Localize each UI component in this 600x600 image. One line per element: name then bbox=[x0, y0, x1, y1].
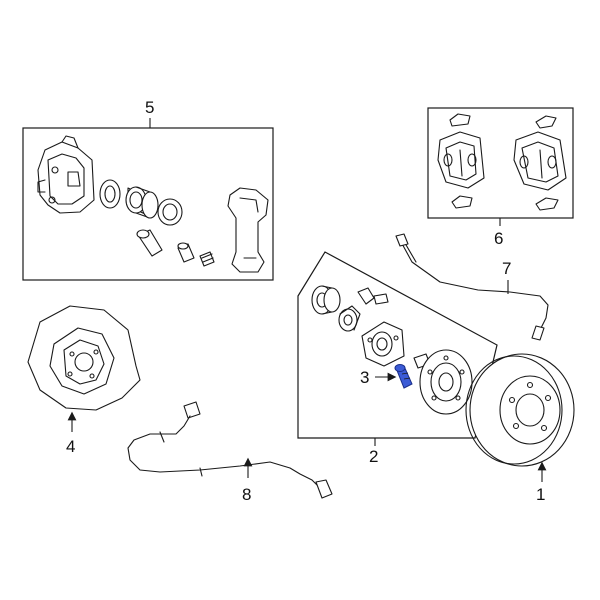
brake-hose[interactable] bbox=[395, 233, 549, 341]
piston-seal[interactable] bbox=[99, 179, 121, 209]
caliper-kit-group: 5 bbox=[22, 98, 274, 281]
pad-clip-bottom-right[interactable] bbox=[535, 197, 559, 211]
pad-shim-top-right[interactable] bbox=[535, 115, 557, 129]
callout-3[interactable]: 3 bbox=[360, 368, 369, 387]
callout-5[interactable]: 5 bbox=[145, 98, 154, 117]
caliper-kit-box bbox=[22, 127, 274, 281]
brake-rotor[interactable] bbox=[465, 353, 575, 467]
spacer-collar[interactable] bbox=[338, 305, 361, 332]
wheel-stud-bolt[interactable] bbox=[394, 364, 413, 389]
piston-boot[interactable] bbox=[157, 198, 183, 226]
hub-nut[interactable] bbox=[357, 287, 389, 305]
callout-8[interactable]: 8 bbox=[242, 485, 251, 504]
brake-pad-group: 6 bbox=[427, 107, 574, 248]
dust-shield[interactable] bbox=[27, 305, 141, 411]
pad-shim-top-left[interactable] bbox=[449, 113, 471, 127]
bushing[interactable] bbox=[199, 251, 215, 267]
pad-clip-bottom-left[interactable] bbox=[451, 195, 473, 209]
abs-sensor[interactable] bbox=[127, 401, 333, 499]
wheel-hub-flange[interactable] bbox=[413, 349, 473, 415]
callout-4[interactable]: 4 bbox=[66, 437, 75, 456]
guide-pin[interactable] bbox=[136, 229, 163, 257]
brake-pad-left[interactable] bbox=[437, 131, 485, 189]
caliper-bracket[interactable] bbox=[227, 187, 269, 273]
piston[interactable] bbox=[125, 186, 159, 219]
bleeder-bolt[interactable] bbox=[177, 242, 195, 263]
callout-7[interactable]: 7 bbox=[502, 259, 511, 278]
caliper-body[interactable] bbox=[37, 135, 95, 214]
callout-6[interactable]: 6 bbox=[494, 229, 503, 248]
hub-group: 2 bbox=[297, 251, 498, 466]
callout-2[interactable]: 2 bbox=[369, 447, 378, 466]
grease-cap[interactable] bbox=[311, 285, 341, 315]
callout-1[interactable]: 1 bbox=[536, 485, 545, 504]
brake-pad-right[interactable] bbox=[513, 131, 567, 191]
hub-bearing[interactable] bbox=[361, 321, 405, 367]
